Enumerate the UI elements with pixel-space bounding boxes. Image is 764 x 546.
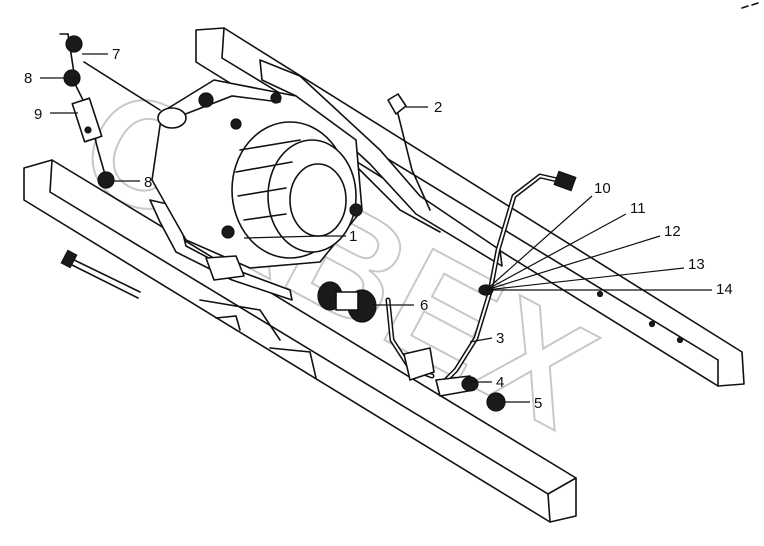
valve-assembly	[317, 281, 377, 323]
callout-7: 7	[112, 46, 120, 63]
master-cylinder-assembly	[151, 79, 363, 281]
front-frame-rail	[23, 159, 577, 523]
callout-14: 14	[716, 281, 733, 298]
callout-8-bottom: 8	[144, 174, 152, 191]
leader-lines	[40, 53, 712, 403]
hose-bracket	[387, 93, 431, 211]
hydraulic-hose	[385, 170, 577, 389]
callout-11: 11	[630, 200, 646, 217]
callout-9: 9	[34, 106, 42, 123]
callout-3: 3	[496, 330, 504, 347]
callout-6: 6	[420, 297, 428, 314]
corner-mark	[741, 2, 759, 9]
mounting-bracket	[149, 59, 503, 301]
callout-4: 4	[496, 374, 504, 391]
callout-8-top: 8	[24, 70, 32, 87]
long-bolt	[60, 249, 141, 299]
callout-13: 13	[688, 256, 705, 273]
callout-10: 10	[594, 180, 611, 197]
hose-fitting	[435, 375, 479, 397]
callout-5: 5	[534, 395, 542, 412]
callout-1: 1	[349, 228, 357, 245]
plug-fitting	[486, 392, 506, 412]
callout-12: 12	[664, 223, 681, 240]
callout-2: 2	[434, 99, 442, 116]
callout-labels: 1 2 3 4 5 6 7 8 8 9 10 11 12 13 14	[24, 46, 733, 412]
